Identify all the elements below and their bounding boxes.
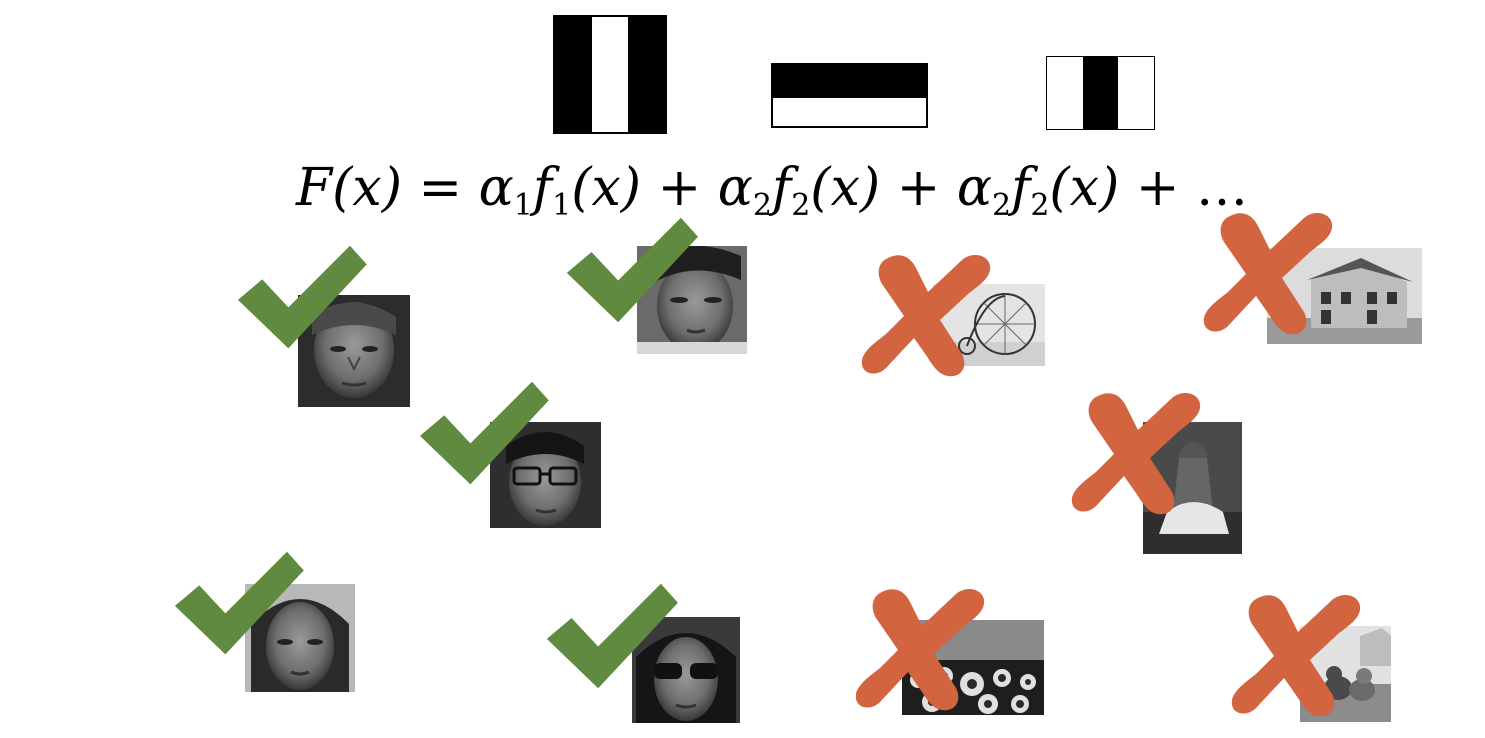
term3-coef-sub: 2 [991, 188, 1012, 223]
cross-icon [858, 250, 998, 380]
term2-coef: α [717, 158, 753, 218]
formula-plus-1: + [657, 158, 702, 218]
formula-lhs: F(x) [296, 158, 402, 218]
check-icon [410, 378, 555, 490]
formula-equals: = [418, 158, 463, 218]
term2-func: f [771, 158, 792, 218]
check-icon [558, 214, 703, 328]
cross-icon [852, 584, 992, 714]
term1-coef-sub: 1 [513, 188, 533, 223]
haar-feature-vertical-three-rect-small [1046, 56, 1155, 130]
term2-coef-sub: 2 [752, 188, 772, 223]
check-icon [165, 548, 310, 660]
feature-dark-right [628, 17, 665, 132]
term1-func: f [532, 158, 553, 218]
term3-arg: (x) [1049, 158, 1120, 218]
face-thumbnail-4 [245, 584, 355, 692]
cross-icon [1228, 590, 1368, 720]
term2-arg: (x) [810, 158, 881, 218]
formula-plus-2: + [896, 158, 941, 218]
feature-dark-left [555, 17, 592, 132]
term1-arg: (x) [571, 158, 642, 218]
face-thumbnail-1 [298, 295, 410, 407]
formula-plus-3: + [1135, 158, 1180, 218]
term3-func-sub: 2 [1030, 188, 1050, 223]
feature-dark-top [773, 65, 926, 98]
face-thumbnail-3 [490, 422, 601, 528]
feature-dark-center [1083, 57, 1118, 129]
haar-feature-horizontal-two-rect [771, 63, 928, 128]
formula-ellipsis: … [1195, 158, 1248, 218]
check-icon [538, 580, 683, 694]
term3-coef: α [956, 158, 992, 218]
check-icon [228, 242, 373, 354]
face-thumbnail-5 [632, 617, 740, 723]
haar-feature-vertical-three-rect [553, 15, 667, 134]
term1-coef: α [478, 158, 514, 218]
boosted-classifier-formula: F(x) = α1f1(x) + α2f2(x) + α2f2(x) + … [296, 158, 1248, 223]
cross-icon [1068, 388, 1208, 518]
term3-func: f [1011, 158, 1031, 218]
cross-icon [1200, 208, 1340, 338]
term2-func-sub: 2 [791, 188, 811, 223]
term1-func-sub: 1 [552, 188, 572, 223]
